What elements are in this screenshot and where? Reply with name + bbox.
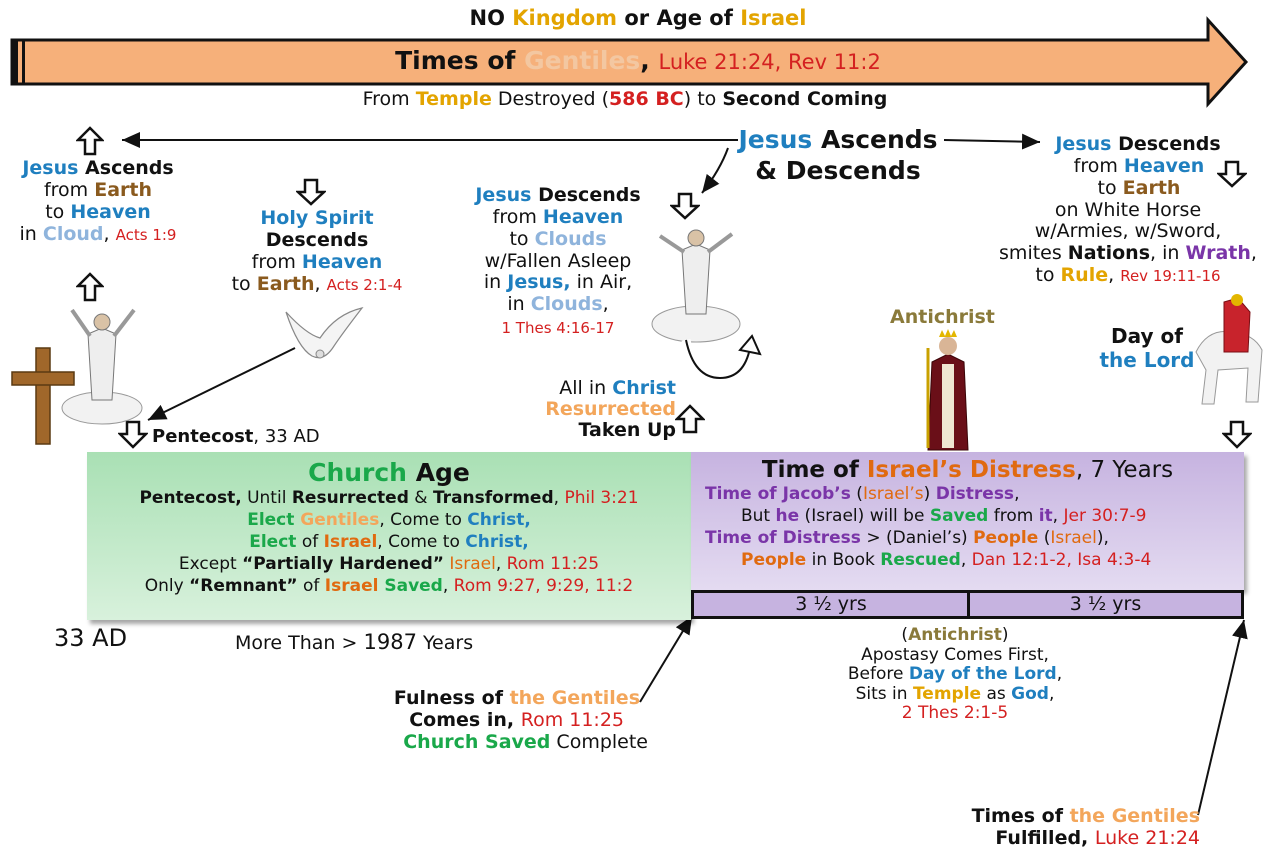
church-age-box: Church Age Pentecost, Until Resurrected …	[87, 452, 691, 620]
all-in-christ-text: All in Christ Resurrected Taken Up	[545, 377, 676, 441]
down-arrow-icon	[1217, 160, 1247, 188]
jesus-descends-earth-text: Jesus Descends from Heaven to Earth on W…	[999, 133, 1257, 287]
apostasy-text: (Antichrist) Apostasy Comes First, Befor…	[847, 625, 1063, 724]
jesus-descends-clouds-text: Jesus Descends from Heaven to Clouds w/F…	[475, 184, 641, 338]
no-kingdom-heading: NO Kingdom or Age of Israel	[469, 6, 807, 30]
jesus-ascends-text: Jesus Ascends from Earth to Heaven in Cl…	[19, 157, 177, 245]
distress-title: Time of Israel’s Distress, 7 Years	[761, 457, 1174, 483]
dove-icon	[285, 307, 364, 359]
start-year-label: 33 AD	[54, 624, 128, 652]
curved-arrow-icon	[681, 334, 762, 383]
down-arrow-icon	[1222, 420, 1252, 449]
church-age-title: Church Age	[308, 458, 470, 487]
up-arrow-icon	[76, 272, 104, 302]
up-arrow-icon	[675, 404, 705, 434]
antichrist-label: Antichrist	[890, 306, 995, 328]
times-of-gentiles-title: Times of Gentiles, Luke 21:24, Rev 11:2	[395, 46, 881, 75]
jesus-ascends-descends-heading: Jesus Ascends & Descends	[738, 125, 938, 186]
half-divider	[967, 593, 970, 616]
cross-icon	[11, 347, 75, 445]
antichrist-figure	[926, 329, 969, 451]
second-half-years: 3 ½ yrs	[1069, 593, 1142, 615]
jesus-descending-clouds-figure	[651, 229, 741, 343]
seven-years-bar: 3 ½ yrs 3 ½ yrs	[691, 590, 1244, 619]
up-arrow-icon	[76, 126, 104, 156]
rider-white-horse-figure	[1195, 294, 1263, 405]
first-half-years: 3 ½ yrs	[795, 593, 867, 615]
down-arrow-icon	[670, 192, 700, 220]
from-temple-caption: From Temple Destroyed (586 BC) to Second…	[362, 88, 888, 110]
fulness-gentiles-text: Fulness of the Gentiles Comes in, Rom 11…	[393, 687, 648, 753]
holy-spirit-text: Holy Spirit Descends from Heaven to Eart…	[231, 207, 403, 295]
down-arrow-icon	[118, 420, 148, 449]
times-of-gentiles-arrow	[10, 16, 1249, 108]
more-than-years-label: More Than > 1987 Years	[235, 630, 474, 654]
times-gentiles-fulfilled-text: Times of the Gentiles Fulfilled, Luke 21…	[971, 805, 1200, 849]
pentecost-label: Pentecost, 33 AD	[152, 426, 320, 447]
jesus-ascending-figure	[61, 308, 143, 425]
day-of-the-lord-label: Day of the Lord	[1099, 324, 1195, 372]
down-arrow-icon	[296, 178, 326, 206]
israel-distress-box: Time of Israel’s Distress, 7 Years Time …	[691, 452, 1244, 590]
